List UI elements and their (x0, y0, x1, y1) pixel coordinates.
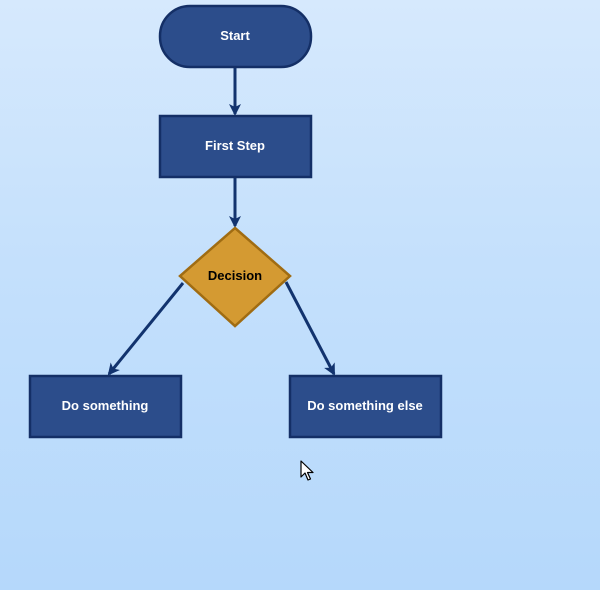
first-step-node[interactable]: First Step (158, 114, 313, 179)
decision-node-label: Decision (208, 268, 262, 283)
first-step-node-label: First Step (205, 138, 265, 153)
do-something-node[interactable]: Do something (28, 374, 183, 439)
connector-decision-to-do-something[interactable] (107, 282, 185, 376)
mouse-pointer-icon (300, 460, 314, 481)
do-something-else-node-label: Do something else (307, 398, 423, 413)
decision-node[interactable]: Decision (178, 226, 292, 328)
do-something-node-label: Do something (62, 398, 149, 413)
start-node-label: Start (220, 28, 250, 43)
connector-decision-to-do-something-else[interactable] (284, 281, 336, 376)
do-something-else-node[interactable]: Do something else (288, 374, 443, 439)
start-node[interactable]: Start (158, 4, 313, 69)
